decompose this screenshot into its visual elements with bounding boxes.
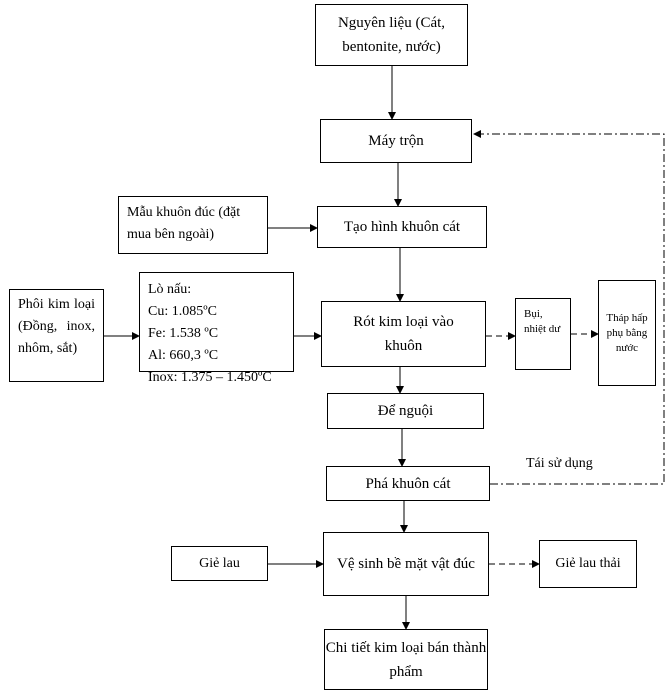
node-cool: Để nguội [327, 393, 484, 429]
node-clean: Vệ sinh bề mặt vật đúc [323, 532, 489, 596]
node-product: Chi tiết kim loại bán thành phẩm [324, 629, 488, 690]
node-dust-label: Bụi, nhiệt dư [524, 308, 561, 335]
node-scrubber-label: Tháp hấp phụ bằng nước [606, 311, 648, 354]
reuse-label: Tái sử dụng [526, 456, 593, 471]
node-furnace: Lò nấu: Cu: 1.085ºC Fe: 1.538 ºC Al: 660… [139, 272, 294, 385]
node-shaping-label: Tạo hình khuôn cát [343, 219, 461, 235]
node-raw-materials: Nguyên liệu (Cát, bentonite, nước) [315, 4, 468, 66]
reuse-loop-line [473, 130, 665, 485]
node-clean-label: Vệ sinh bề mặt vật đúc [337, 556, 475, 572]
node-rag-label: Giẻ lau [199, 555, 240, 571]
node-pour: Rót kim loại vào khuôn [321, 301, 486, 367]
node-product-label: Chi tiết kim loại bán thành phẩm [325, 639, 487, 680]
furnace-temp-inox: Inox: 1.375 – 1.450ºC [148, 370, 272, 385]
node-scrubber: Tháp hấp phụ bằng nước [598, 280, 656, 386]
node-waste-rag-label: Giẻ lau thải [555, 556, 621, 571]
node-dust: Bụi, nhiệt dư [515, 298, 571, 370]
node-cool-label: Để nguội [377, 403, 434, 419]
node-mold-sample: Mẫu khuôn đúc (đặt mua bên ngoài) [118, 196, 268, 254]
node-billet-label: Phôi kim loại (Đồng, inox, nhôm, sắt) [18, 297, 95, 356]
furnace-title: Lò nấu: [148, 282, 192, 297]
node-break-mold-label: Phá khuôn cát [365, 475, 451, 492]
node-shaping: Tạo hình khuôn cát [317, 206, 487, 248]
furnace-temp-cu: Cu: 1.085ºC [148, 304, 217, 319]
node-mixer-label: Máy trộn [368, 133, 424, 149]
node-rag: Giẻ lau [171, 546, 268, 581]
furnace-temp-al: Al: 660,3 ºC [148, 348, 219, 363]
node-billet: Phôi kim loại (Đồng, inox, nhôm, sắt) [9, 289, 104, 382]
node-break-mold: Phá khuôn cát [326, 466, 490, 501]
node-waste-rag: Giẻ lau thải [539, 540, 637, 588]
node-mixer: Máy trộn [320, 119, 472, 163]
node-raw-materials-label: Nguyên liệu (Cát, bentonite, nước) [337, 15, 446, 55]
node-pour-label: Rót kim loại vào khuôn [353, 314, 454, 354]
furnace-temp-fe: Fe: 1.538 ºC [148, 326, 219, 341]
node-mold-sample-label: Mẫu khuôn đúc (đặt mua bên ngoài) [127, 205, 241, 242]
